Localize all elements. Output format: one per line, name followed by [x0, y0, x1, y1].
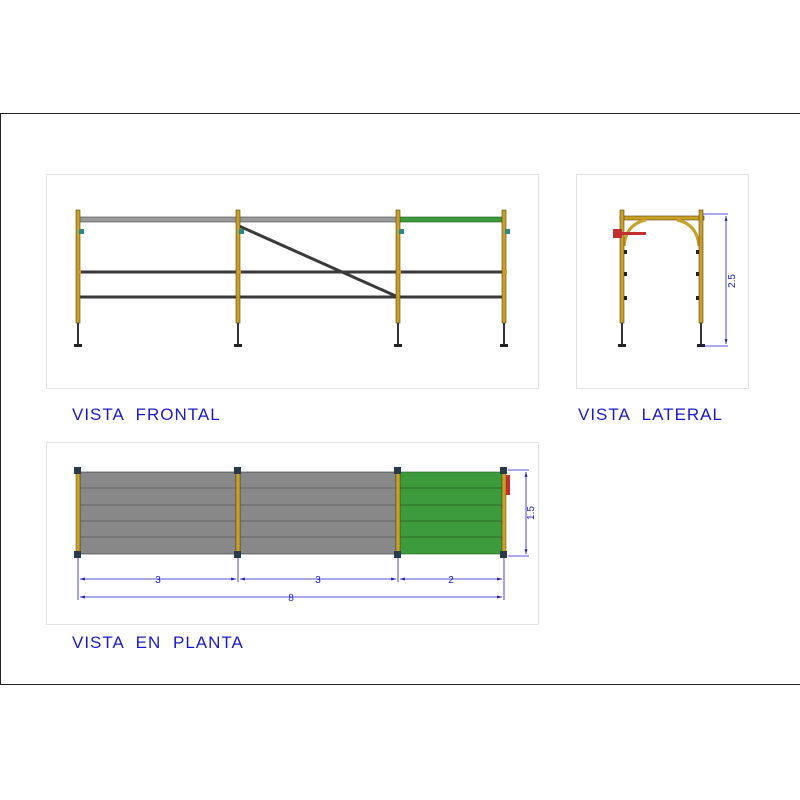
plan-post-1	[74, 467, 81, 558]
post-frontal-1	[74, 209, 82, 347]
post-frontal-2	[234, 209, 242, 347]
lateral-corner-brace-left	[622, 218, 647, 247]
planta-view: 1.5 3 3 2 8	[74, 467, 537, 604]
total-dimension-label: 8	[288, 593, 294, 604]
lateral-view-title: VISTA LATERAL	[578, 405, 723, 424]
height-dimension-label: 2.5	[727, 274, 738, 288]
planta-view-title: VISTA EN PLANTA	[72, 633, 244, 652]
clamp-icon	[397, 270, 401, 274]
deck-green-frontal	[399, 216, 505, 223]
diagonal-brace	[238, 224, 399, 299]
clamp-icon	[505, 229, 510, 234]
lateral-view-frame	[576, 174, 749, 389]
frontal-view-title: VISTA FRONTAL	[72, 405, 221, 424]
plan-post-4	[500, 467, 507, 558]
frontal-view	[74, 209, 510, 347]
clamp-icon	[399, 229, 404, 234]
lateral-post-left	[619, 209, 625, 324]
guardrail-bracket-icon	[506, 475, 510, 495]
planta-view-frame	[46, 442, 539, 625]
sheet-border	[0, 113, 800, 685]
guardrail-bracket-icon	[622, 232, 646, 235]
platform-bay-3	[399, 471, 503, 555]
clamp-icon	[79, 229, 84, 234]
clamp-icon	[77, 270, 81, 274]
frontal-view-frame	[46, 174, 539, 389]
platform-bay-1	[79, 471, 237, 555]
bay-dimension-label-1: 3	[155, 575, 161, 586]
depth-dimension-label: 1.5	[526, 506, 537, 520]
plan-post-3	[394, 467, 401, 558]
guardrail-bracket-icon	[613, 229, 622, 238]
bay-dimension-label-3: 2	[448, 575, 454, 586]
clamp-icon	[503, 270, 507, 274]
clamp-icon	[237, 270, 241, 274]
post-frontal-4	[500, 209, 508, 347]
lateral-view: 2.5	[613, 209, 738, 347]
bay-dimension-label-2: 3	[315, 575, 321, 586]
lateral-top-beam	[619, 215, 705, 221]
lateral-post-right	[698, 209, 704, 324]
clamp-icon	[239, 229, 244, 234]
platform-bay-2	[239, 471, 397, 555]
lateral-corner-brace-right	[676, 218, 701, 247]
plan-post-2	[234, 467, 241, 558]
post-frontal-3	[394, 209, 402, 347]
